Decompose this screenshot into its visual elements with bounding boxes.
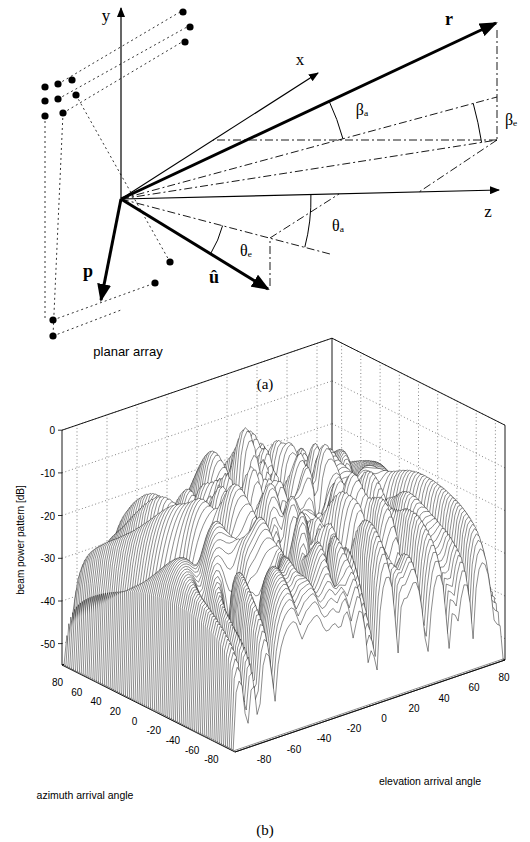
tick-label: -10 [41, 467, 55, 478]
angle-arcs [211, 101, 482, 254]
tick-label: 20 [408, 702, 419, 713]
subfigure-caption: (a) [257, 376, 274, 393]
z-axis [121, 190, 499, 199]
axis-title: beam power pattern [dB] [15, 485, 26, 595]
array-label: planar array [93, 345, 162, 359]
subfigure-caption: (b) [256, 822, 274, 839]
tick-label: -50 [41, 638, 55, 649]
tick-label: 40 [438, 692, 449, 703]
array-elements [41, 8, 193, 339]
tick-mark [58, 643, 62, 644]
angle-label: θₑ [240, 242, 252, 260]
y-axis [120, 8, 121, 199]
unit-vector [121, 199, 268, 289]
tick-label: -30 [41, 553, 55, 564]
tick-mark [58, 601, 62, 602]
tick-label: -60 [287, 743, 301, 754]
axis-line [62, 430, 63, 665]
tick-label: 80 [498, 672, 509, 683]
surface-strip [235, 660, 505, 752]
axis-title: azimuth arrival angle [37, 790, 134, 802]
tick-mark [58, 472, 62, 473]
axis-line [62, 338, 332, 430]
arrival-vector [121, 23, 496, 199]
tick-label: -40 [166, 734, 180, 745]
axis-label: z [484, 203, 492, 222]
tick-label: 0 [49, 425, 55, 436]
axis-label: x [296, 51, 305, 70]
angle-label: βₑ [505, 111, 517, 129]
tick-label: -60 [185, 744, 199, 755]
position-vector [101, 199, 121, 300]
tick-label: -80 [204, 754, 218, 765]
x-axis [121, 73, 318, 199]
angle-label: θₐ [332, 217, 344, 235]
tick-label: 80 [52, 676, 63, 687]
geometry-sketch [0, 0, 530, 400]
vector-label: r [445, 10, 453, 30]
tick-label: -20 [347, 723, 361, 734]
tick-mark [58, 558, 62, 559]
vector-label: p [83, 262, 93, 282]
axis-label: y [102, 7, 111, 26]
tick-label: -80 [257, 753, 271, 764]
plot-box [58, 338, 505, 752]
tick-label: 60 [71, 686, 82, 697]
tick-mark [58, 430, 62, 431]
grid-line [332, 338, 505, 425]
construction-lines [121, 30, 497, 286]
tick-label: 40 [90, 696, 101, 707]
tick-label: -40 [317, 733, 331, 744]
grid-line [62, 338, 332, 430]
tick-label: -40 [41, 595, 55, 606]
axis-line [505, 425, 506, 660]
tick-label: -20 [41, 510, 55, 521]
tick-label: 60 [468, 682, 479, 693]
tick-mark [58, 515, 62, 516]
tick-label: 20 [110, 705, 121, 716]
vector-label: û [209, 268, 219, 288]
beam-surface [62, 428, 505, 752]
array-projection-lines [45, 12, 187, 336]
axis-line [332, 338, 505, 425]
tick-label: 0 [381, 713, 387, 724]
angle-label: βₐ [356, 101, 369, 119]
tick-label: 0 [132, 715, 138, 726]
tick-label: -20 [146, 725, 160, 736]
axis-title: elevation arrival angle [379, 776, 481, 788]
surface-strip [233, 563, 503, 751]
